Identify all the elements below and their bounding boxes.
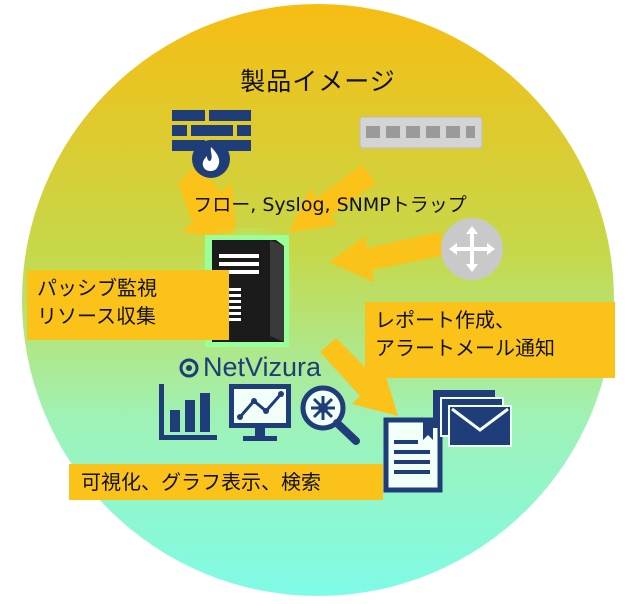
box-line: パッシブ監視 — [37, 276, 157, 300]
switch-icon — [359, 116, 483, 149]
netvizura-logo: NetVizura — [178, 352, 321, 383]
arrow-server-to-output — [320, 338, 398, 416]
box-line: アラートメール通知 — [375, 336, 555, 360]
logo-ring-icon — [179, 358, 199, 377]
diagram-title: 製品イメージ — [240, 67, 396, 96]
arrow-firewall-to-server — [178, 166, 236, 238]
router-icon — [441, 218, 503, 280]
report-document-icon — [383, 417, 443, 493]
arrow-router-to-server — [329, 232, 444, 282]
passive-monitoring-box: パッシブ監視 リソース収集 — [27, 270, 229, 340]
server-icon — [200, 228, 292, 350]
mail-stack-icon — [433, 390, 512, 447]
report-alert-box: レポート作成、 アラートメール通知 — [365, 302, 615, 378]
background-circle — [22, 4, 614, 596]
visualization-box: 可視化、グラフ表示、検索 — [69, 464, 383, 500]
flow-arrows — [178, 165, 444, 416]
arrow-switch-to-server — [289, 165, 376, 232]
logo-text: NetVizura — [203, 352, 322, 382]
firewall-icon — [172, 110, 251, 178]
box-line: レポート作成、 — [375, 308, 515, 332]
monitor-chart-icon — [229, 384, 291, 441]
bar-chart-icon — [159, 384, 217, 440]
box-line: リソース収集 — [37, 304, 156, 328]
magnifier-icon — [300, 385, 360, 445]
data-sources-label: フロー, Syslog, SNMPトラップ — [193, 194, 467, 216]
